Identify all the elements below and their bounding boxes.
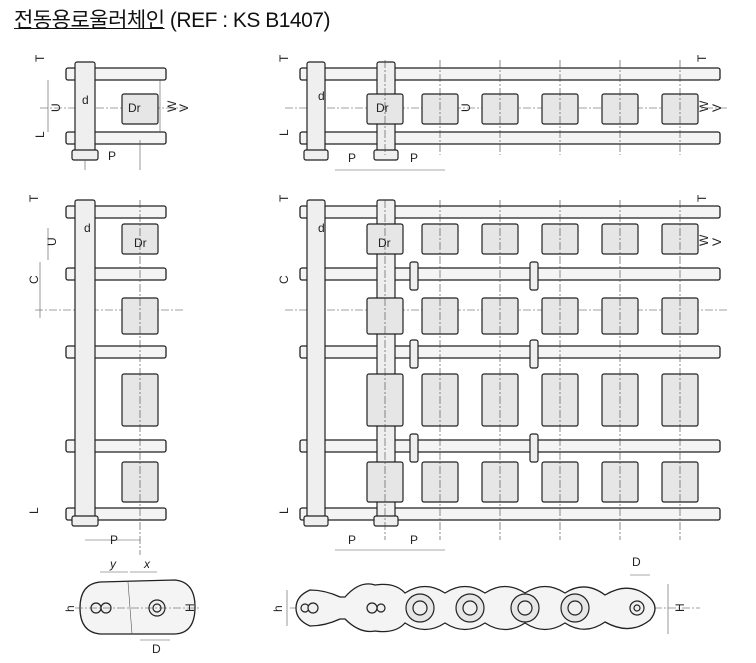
pin-hole <box>376 603 386 613</box>
label-P: P <box>410 533 418 547</box>
label-C: C <box>277 275 291 284</box>
pin-head <box>303 149 329 161</box>
title-ref: (REF : KS B1407) <box>169 9 331 32</box>
pin-head <box>71 149 99 161</box>
label-P: P <box>110 533 118 547</box>
label-T: T <box>277 194 291 202</box>
label-h: h <box>63 605 77 612</box>
link-connector <box>529 433 539 463</box>
label-W: W <box>165 100 179 112</box>
label-Dr: Dr <box>128 101 141 115</box>
link-plate <box>299 267 721 281</box>
link-connector <box>409 261 419 291</box>
pin-hole <box>633 604 641 612</box>
panel-single-strand-top: T U d Dr W V L P <box>33 54 191 163</box>
label-T: T <box>27 194 41 202</box>
label-P: P <box>108 149 116 163</box>
label-L: L <box>27 507 41 514</box>
label-C: C <box>27 275 41 284</box>
roller <box>121 93 159 125</box>
label-T: T <box>695 194 709 202</box>
label-H: H <box>673 603 687 612</box>
link-plate <box>299 205 721 219</box>
pin-hole <box>462 600 478 616</box>
panel-triple-strand-left: T U d Dr C L P <box>27 194 147 547</box>
link-plate <box>299 507 721 521</box>
label-y: y <box>109 557 117 571</box>
link-plate <box>299 131 721 145</box>
panel-plate-side-left: y x h H D <box>63 557 197 656</box>
label-D: D <box>632 555 641 569</box>
link-plate <box>299 345 721 359</box>
pin-head <box>71 515 99 527</box>
side-plate <box>79 579 196 635</box>
label-V: V <box>710 238 724 246</box>
label-T: T <box>33 54 47 62</box>
pin <box>74 61 96 159</box>
panel-chain-side-right: h H D <box>271 555 687 612</box>
pin-hole <box>307 602 319 614</box>
pin-head <box>373 149 399 161</box>
label-d: d <box>82 93 89 107</box>
label-h: h <box>271 605 285 612</box>
pin <box>306 199 326 523</box>
link-connector <box>409 433 419 463</box>
pin-hole <box>567 600 583 616</box>
pin-hole <box>517 600 533 616</box>
pin-head <box>303 515 329 527</box>
link-connector <box>529 261 539 291</box>
label-L: L <box>33 131 47 138</box>
label-V: V <box>177 104 191 112</box>
label-d: d <box>318 221 325 235</box>
panel-multi-strand-right: T T d Dr C T W V L P P <box>277 194 724 547</box>
label-U: U <box>45 237 59 246</box>
pin <box>306 61 326 159</box>
link-plate <box>299 67 721 81</box>
label-L: L <box>277 507 291 514</box>
label-Dr: Dr <box>376 101 389 115</box>
chain-shapes <box>35 60 728 641</box>
label-V: V <box>710 104 724 112</box>
label-L: L <box>277 129 291 136</box>
plate-joint <box>127 581 133 635</box>
label-U: U <box>459 103 473 112</box>
link-connector <box>529 339 539 369</box>
label-D: D <box>152 642 161 656</box>
label-Dr: Dr <box>134 236 147 250</box>
page-title: 전동용로울러체인 (REF : KS B1407) <box>14 4 330 34</box>
label-W: W <box>697 100 711 112</box>
panel-multi-link-top: T d Dr U W V T L P P <box>277 54 724 165</box>
pin-hole <box>366 602 378 614</box>
label-Dr: Dr <box>378 236 391 250</box>
label-P: P <box>348 533 356 547</box>
link-connector <box>409 339 419 369</box>
label-T: T <box>277 54 291 62</box>
label-P: P <box>348 151 356 165</box>
title-korean: 전동용로울러체인 <box>14 9 165 32</box>
label-T: T <box>695 54 709 62</box>
label-H: H <box>183 603 197 612</box>
link-plate <box>299 439 721 453</box>
label-d: d <box>84 221 91 235</box>
label-d: d <box>318 89 325 103</box>
pin <box>74 199 96 523</box>
label-U: U <box>49 103 63 112</box>
pin-hole <box>412 600 428 616</box>
pin-head <box>373 515 399 527</box>
label-W: W <box>697 234 711 246</box>
label-x: x <box>143 557 151 571</box>
label-P: P <box>410 151 418 165</box>
